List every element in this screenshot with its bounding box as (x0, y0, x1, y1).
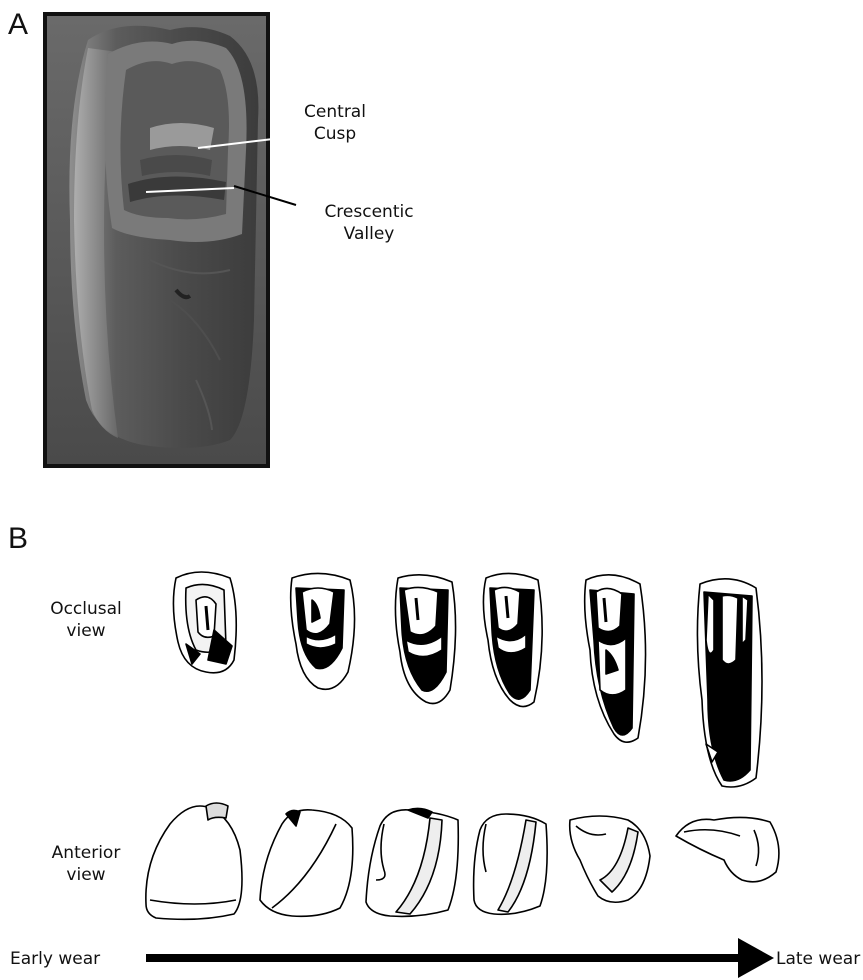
anterior-stage-3 (366, 808, 458, 916)
occlusal-stage-4 (483, 573, 542, 706)
occlusal-stage-3 (395, 575, 455, 704)
occlusal-stage-6 (697, 579, 762, 787)
anterior-stage-1 (146, 803, 242, 919)
anterior-stage-4 (474, 814, 548, 914)
label-late-wear: Late wear (776, 948, 862, 970)
anterior-stage-5 (570, 816, 650, 902)
wear-arrow (146, 938, 774, 978)
anterior-stage-6 (676, 817, 779, 881)
label-anterior-view: Anterior view (36, 842, 136, 886)
occlusal-stage-1 (173, 572, 236, 673)
label-occlusal-view: Occlusal view (36, 598, 136, 642)
occlusal-stage-2 (291, 573, 355, 689)
anterior-stage-2 (260, 810, 353, 917)
occlusal-stage-5 (585, 575, 646, 742)
label-early-wear: Early wear (10, 948, 122, 970)
